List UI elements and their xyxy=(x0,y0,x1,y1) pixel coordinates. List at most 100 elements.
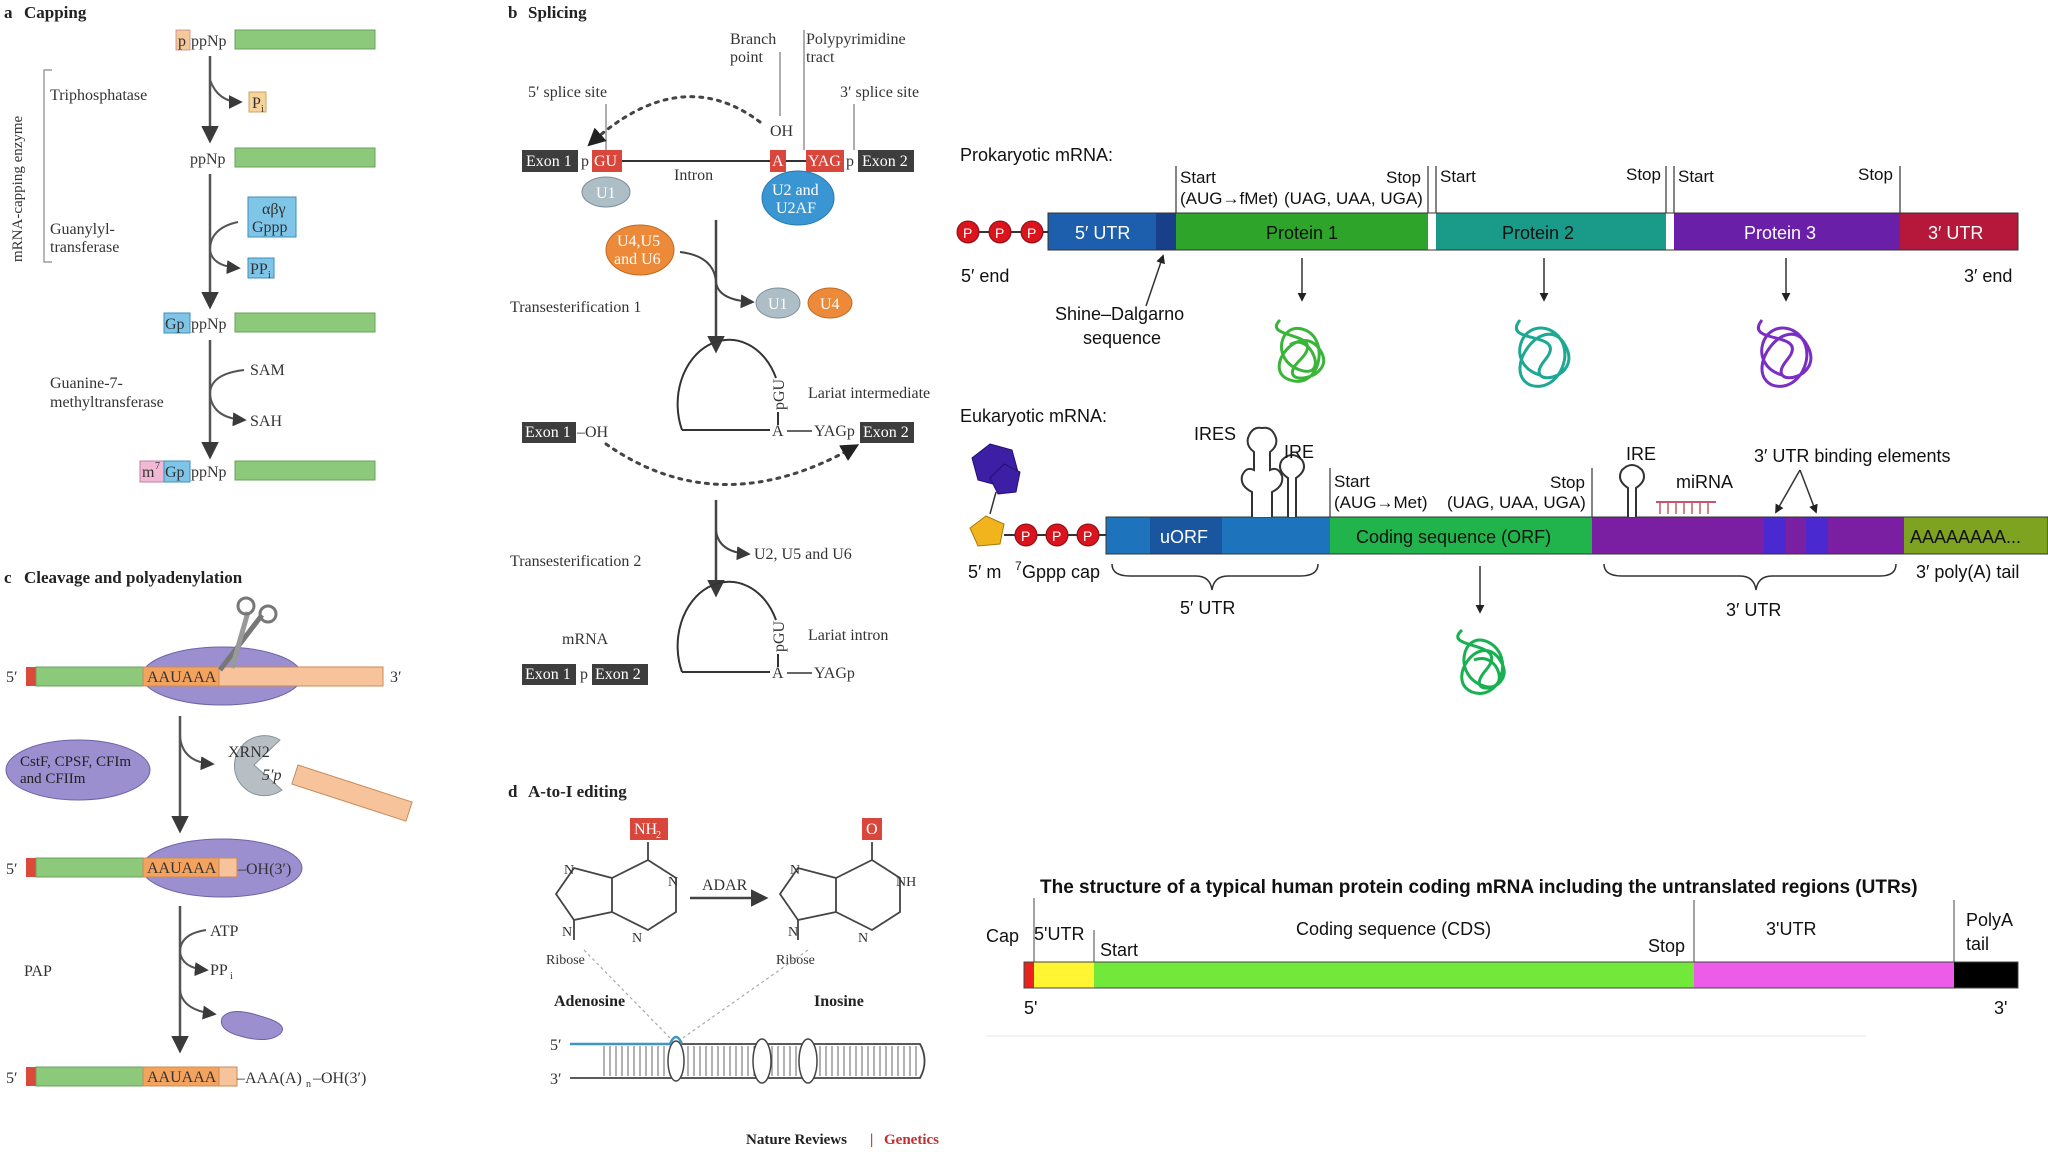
euk-utr3-label: 3′ UTR xyxy=(1726,600,1781,620)
pi-subscript: i xyxy=(261,104,264,115)
branch-a-label: A xyxy=(772,153,784,170)
prok-p3-label: P xyxy=(1027,225,1036,241)
c-row3-aauaaa: AAUAAA xyxy=(147,1069,217,1086)
sd-label-1: Shine–Dalgarno xyxy=(1055,304,1184,324)
splice-site-3-label: 3′ splice site xyxy=(840,84,919,101)
row1-cap: p xyxy=(178,33,186,50)
branch-a-box xyxy=(770,150,786,172)
euk-utr3-brace xyxy=(1603,563,1897,591)
prokaryotic-mrna-panel: Prokaryotic mRNA: P P P 5′ UTR Protein 1… xyxy=(956,145,2019,388)
human-3prime: 3' xyxy=(1994,998,2007,1018)
u456-join-arc xyxy=(679,251,717,283)
xrn2-pacman xyxy=(233,735,283,797)
c-row3-5prime: 5′ xyxy=(6,1070,18,1087)
euk-cap-sup: 7 xyxy=(1015,559,1022,573)
dsrna-edit-site xyxy=(668,1035,684,1045)
sam-input-arc xyxy=(209,369,245,395)
adenosine-n3: N xyxy=(632,931,642,946)
prok-start1-sub: (AUG→fMet) xyxy=(1180,189,1278,208)
pi-release-arrow xyxy=(209,79,243,109)
prok-start2-label: Start xyxy=(1440,167,1476,186)
prok-start1-label: Start xyxy=(1180,168,1216,187)
protein3-coil xyxy=(1757,319,1813,388)
euk-cap-label-pre: 5′ m xyxy=(968,562,1001,582)
euk-p1-label: P xyxy=(1021,528,1030,544)
euk-start-sub: (AUG→Met) xyxy=(1334,493,1428,512)
human-cds-bar xyxy=(1094,962,1694,988)
prok-gap-2 xyxy=(1666,213,1674,250)
prok-title: Prokaryotic mRNA: xyxy=(960,145,1113,165)
exon1-label-2: Exon 1 xyxy=(525,424,571,441)
prok-utr5-label: 5′ UTR xyxy=(1075,223,1130,243)
panel-d-editing: d A-to-I editing NH 2 Ribose N N N N Ade… xyxy=(508,782,939,1148)
sd-label-2: sequence xyxy=(1083,328,1161,348)
inosine-label: Inosine xyxy=(814,993,864,1010)
splice-site-5-label: 5′ splice site xyxy=(528,84,607,101)
o-label: O xyxy=(866,821,878,838)
prok-5-end: 5′ end xyxy=(961,266,1009,286)
adenosine-label: Adenosine xyxy=(554,993,625,1010)
euk-orf-bar xyxy=(1330,517,1592,554)
human-start-label: Start xyxy=(1100,940,1138,960)
u1-released xyxy=(755,287,801,319)
ppi-subscript: i xyxy=(268,270,271,281)
human-5prime: 5' xyxy=(1024,998,1037,1018)
adenosine-ring-5 xyxy=(554,866,613,922)
lariat-intron-label: Lariat intron xyxy=(808,627,888,644)
human-title: The structure of a typical human protein… xyxy=(1040,877,1918,898)
ppi-label: PP xyxy=(250,261,268,278)
c-row1-cap xyxy=(26,667,36,686)
branch-point-label-1: Branch xyxy=(730,31,776,48)
polya-post: –OH(3′) xyxy=(312,1070,366,1087)
binding-arrow-1 xyxy=(1775,469,1801,514)
prok-stop1-label: Stop xyxy=(1386,168,1421,187)
dsrna-3prime: 3′ xyxy=(550,1071,562,1088)
second-attack-dashed-arrow xyxy=(604,442,860,486)
prok-utr3-bar xyxy=(1900,213,2018,250)
sam-label: SAM xyxy=(250,362,285,379)
cleavage-factors-blob xyxy=(5,739,151,801)
c-row3-cap xyxy=(26,1067,36,1086)
exon2-box xyxy=(858,150,914,172)
exon1-label: Exon 1 xyxy=(526,153,572,170)
rna-strand-1 xyxy=(234,29,376,50)
euk-orf-label: Coding sequence (ORF) xyxy=(1356,527,1551,547)
euk-p2-label: P xyxy=(1052,528,1061,544)
uorf-bar xyxy=(1150,517,1222,554)
nh2-sub: 2 xyxy=(656,830,661,841)
panel-a-letter: a xyxy=(4,3,13,22)
euk-polya-bar xyxy=(1904,517,2048,554)
euk-title: Eukaryotic mRNA: xyxy=(960,406,1107,426)
lariat-intron-loop xyxy=(676,580,777,673)
u1-snrnp xyxy=(581,176,631,208)
prok-stop3-label: Stop xyxy=(1858,165,1893,184)
exon2-label: Exon 2 xyxy=(862,153,908,170)
lariat-intermediate-loop xyxy=(676,338,777,431)
inosine-n9: N xyxy=(788,925,798,940)
triphosphatase-label: Triphosphatase xyxy=(50,87,147,104)
panel-b-letter: b xyxy=(508,3,517,22)
human-mrna-panel: The structure of a typical human protein… xyxy=(986,877,2019,1037)
ppi-release-arrow xyxy=(209,249,241,275)
credit-genetics: Genetics xyxy=(884,1132,939,1148)
human-utr5-label: 5'UTR xyxy=(1034,924,1084,944)
yag-label: YAG xyxy=(808,153,841,170)
row4-text: ppNp xyxy=(191,464,227,481)
euk-utr3-bar xyxy=(1592,517,1904,554)
prok-gap-1 xyxy=(1428,213,1436,250)
prok-utr5-bar xyxy=(1048,213,1176,250)
euk-polya-tail-label: 3′ poly(A) tail xyxy=(1916,562,2019,582)
human-utr3-bar xyxy=(1694,962,1954,988)
dsrna-hairpin xyxy=(570,1043,926,1079)
c-row2-green xyxy=(35,857,144,878)
lariat-pgu-label: pGU xyxy=(771,378,788,410)
methyltransferase-label-2: methyltransferase xyxy=(50,394,164,411)
guanylyl-label-2: transferase xyxy=(50,239,119,256)
intron-label: Intron xyxy=(674,167,713,184)
row4-cap: Gp xyxy=(165,464,185,481)
gppp-box xyxy=(247,196,297,238)
gp-cap-box-2 xyxy=(163,460,191,483)
adenosine-n1: N xyxy=(668,875,678,890)
adenosine-n7: N xyxy=(564,863,574,878)
branch-point-label-2: point xyxy=(730,49,763,66)
